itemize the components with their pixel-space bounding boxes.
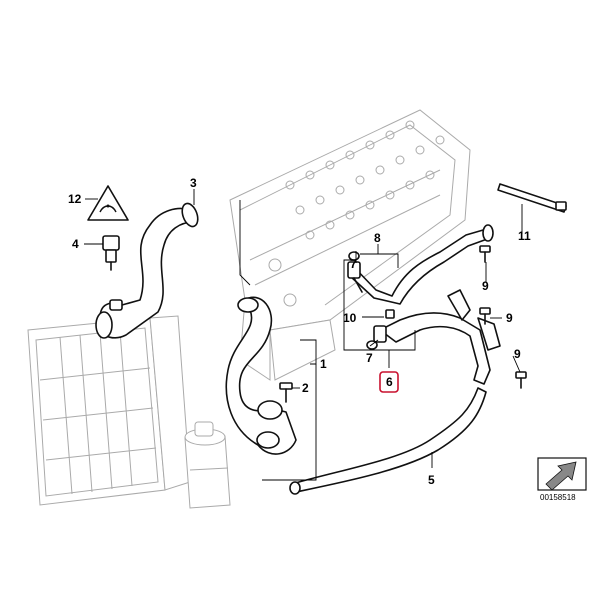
callout-3: 3 — [190, 176, 197, 190]
upper-radiator-hose — [95, 202, 199, 339]
callout-2: 2 — [302, 381, 309, 395]
bleed-screw — [279, 382, 293, 403]
callout-4: 4 — [72, 237, 79, 251]
callout-12: 12 — [68, 192, 82, 206]
callout-8: 8 — [374, 231, 381, 245]
expansion-tank — [184, 421, 231, 509]
callout-5: 5 — [428, 473, 435, 487]
callout-6: 6 — [386, 375, 393, 389]
arrow-corner-icon — [537, 457, 587, 491]
valve-cover-bolts — [268, 120, 445, 307]
callout-9-upper: 9 — [482, 279, 489, 293]
callout-7-lower: 7 — [366, 351, 373, 365]
radiator — [27, 315, 191, 506]
coolant-pipe-lower — [373, 289, 501, 385]
callout-11: 11 — [518, 229, 531, 243]
callout-9-middle: 9 — [506, 311, 513, 325]
callout-1: 1 — [320, 357, 327, 371]
callout-6-highlight — [379, 371, 399, 393]
lower-radiator-hose — [225, 296, 297, 455]
drawing-code: 00158518 — [540, 493, 576, 502]
callout-7-upper: 7 — [350, 257, 357, 271]
coolant-pipe-upper — [347, 224, 494, 305]
callout-9-lower: 9 — [514, 347, 521, 361]
callout-10: 10 — [343, 311, 357, 325]
temperature-sensor — [102, 235, 120, 271]
bolt-9-lower — [515, 371, 527, 389]
nut-10 — [385, 309, 395, 319]
hot-coolant-warning-icon — [87, 185, 129, 221]
leader-lines — [84, 189, 523, 481]
bolt-9-upper — [479, 245, 491, 263]
bolt-9-middle — [479, 307, 491, 325]
cable-tie — [497, 183, 567, 213]
bypass-hose — [289, 387, 487, 495]
